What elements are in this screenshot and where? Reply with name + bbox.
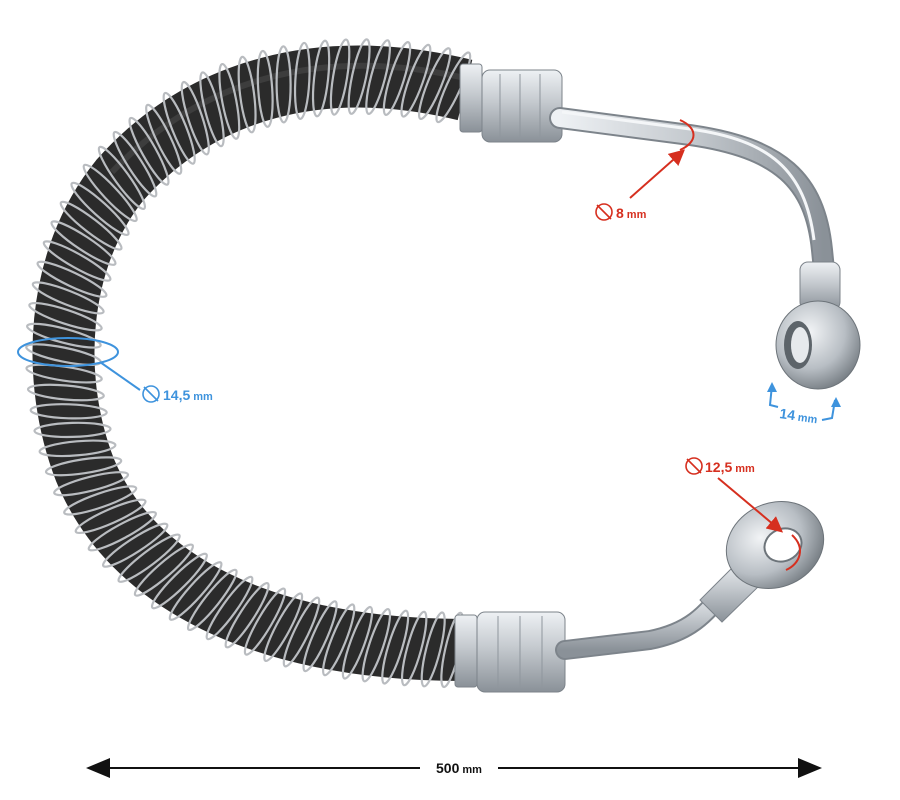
total-length-value: 500	[436, 760, 460, 776]
spring-coil	[150, 552, 208, 610]
spring-coil	[186, 568, 238, 632]
spring-coil	[145, 103, 183, 175]
spring-coil	[237, 55, 257, 134]
banjo-width-annotation: 14mm	[767, 382, 841, 426]
spring-coil	[63, 485, 138, 516]
spring-coil	[53, 471, 130, 497]
spring-coil	[329, 38, 351, 116]
spring-coil	[133, 543, 195, 597]
diameter-symbol-icon	[142, 385, 160, 403]
eye-diameter-unit: mm	[735, 463, 755, 475]
spring-coil	[59, 200, 123, 251]
svg-text:14mm: 14mm	[779, 405, 819, 426]
hose-diameter-value: 14,5	[163, 387, 190, 403]
spring-coil	[101, 522, 169, 568]
svg-text:12,5mm: 12,5mm	[705, 459, 755, 475]
spring-coil	[28, 301, 103, 332]
spring-coil	[400, 43, 432, 118]
bottom-crimp-fitting	[454, 611, 566, 693]
svg-text:14,5mm: 14,5mm	[163, 387, 213, 403]
spring-coil	[50, 220, 117, 266]
top-steel-pipe	[549, 107, 835, 281]
spring-coil	[256, 49, 274, 128]
spring-coil	[26, 383, 105, 402]
spring-coil	[224, 581, 270, 649]
spring-coil	[180, 80, 210, 156]
spring-coil	[347, 38, 371, 115]
svg-text:8mm: 8mm	[616, 205, 647, 221]
protective-spring	[25, 38, 472, 689]
spring-coil	[112, 130, 158, 198]
diameter-symbol-icon	[595, 203, 613, 221]
spring-coil	[38, 439, 117, 458]
spring-coil	[82, 163, 138, 223]
spring-coil	[117, 533, 181, 583]
spring-coil	[382, 41, 412, 116]
spring-coil	[282, 596, 321, 668]
spring-coil	[205, 575, 254, 641]
total-length-unit: mm	[462, 764, 482, 776]
spring-coil	[97, 145, 147, 211]
spring-coil	[168, 561, 223, 621]
spring-coil	[243, 587, 287, 656]
diameter-symbol-icon	[685, 457, 703, 475]
top-crimp-fitting	[459, 63, 563, 143]
spring-coil	[162, 91, 196, 165]
spring-coil	[74, 498, 147, 535]
spring-coil	[381, 609, 410, 685]
spring-coil	[420, 611, 446, 688]
spring-coil	[199, 71, 225, 148]
banjo-width-unit: mm	[797, 412, 818, 427]
spring-coil	[365, 39, 391, 115]
spring-coil	[26, 322, 102, 349]
spring-coil	[263, 592, 304, 663]
spring-coil	[42, 240, 112, 282]
spring-coil	[311, 39, 331, 118]
spring-coil	[44, 456, 123, 477]
spring-coil	[128, 116, 170, 186]
spring-coil	[341, 605, 374, 680]
spring-coil	[293, 41, 311, 120]
spring-coil	[417, 47, 452, 121]
spring-coil	[218, 62, 241, 140]
spring-coil	[275, 45, 292, 124]
top-banjo-fitting	[775, 261, 861, 390]
spring-coil	[87, 510, 157, 552]
eye-diameter-value: 12,5	[705, 459, 732, 475]
spring-coil	[361, 607, 392, 683]
pipe-diameter-value: 8	[616, 205, 624, 221]
spring-coil	[33, 421, 112, 439]
spring-coil	[31, 281, 105, 315]
pipe-diameter-unit: mm	[627, 209, 647, 221]
spring-coil	[70, 181, 130, 237]
spring-coil	[36, 260, 108, 298]
banjo-width-value: 14	[779, 405, 797, 423]
spring-coil	[302, 600, 338, 673]
rubber-hose	[32, 45, 473, 681]
hose-diameter-unit: mm	[193, 391, 213, 403]
spring-coil	[29, 403, 108, 420]
spring-coil	[400, 610, 428, 687]
bottom-banjo-eye	[699, 500, 825, 623]
spring-coil	[322, 603, 356, 677]
